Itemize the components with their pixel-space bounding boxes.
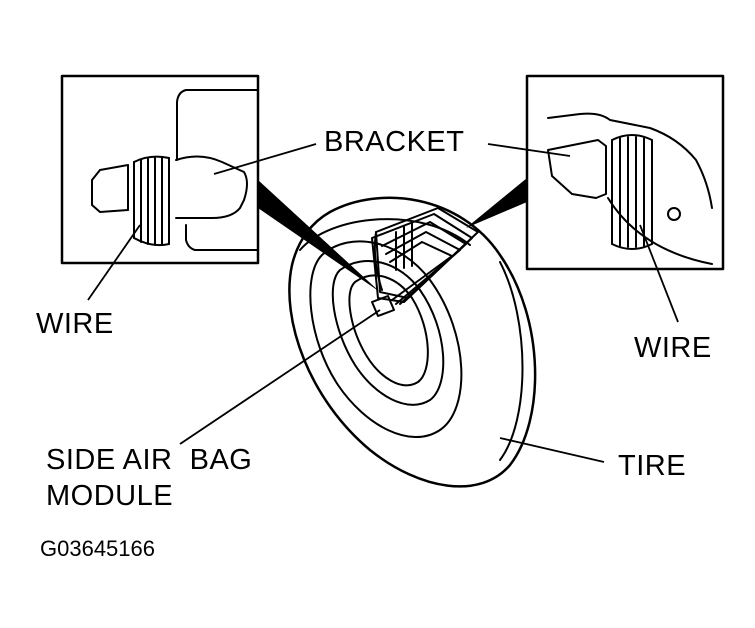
left-bracket-shape [175,155,248,219]
tire-rim-outer [331,259,445,406]
right-wire-coils [611,134,653,250]
figure-code: G03645166 [40,536,155,561]
right-seat-frame [547,112,713,209]
right-pointer-wedge [466,178,527,228]
left-pointer-wedge [258,180,380,292]
wire-right-label: WIRE [634,332,712,364]
left-module-nose [91,164,129,213]
tire-leader [499,437,605,463]
side-air-bag-label-line2: MODULE [46,480,174,512]
tire-outer [288,196,537,488]
right-bolt-hole [667,207,681,221]
tire-label: TIRE [618,450,687,482]
tire-rim-inner [348,274,429,387]
right-inset-frame [525,74,725,271]
left-inset-frame [60,74,260,265]
left-seat-frame [176,89,259,251]
wire-left-leader [87,224,141,301]
tire-bracket-wires [371,207,479,305]
side-air-bag-label-line1: SIDE AIR BAG [46,444,253,476]
left-detail-inset [60,74,260,265]
bracket-leader-right [487,143,571,157]
bracket-leader-left [213,143,317,175]
wire-left-label: WIRE [36,308,114,340]
air-bag-module-shape [371,295,395,317]
wire-right-leader [639,224,679,323]
bracket-label: BRACKET [324,126,465,158]
air-bag-leader [179,309,381,445]
left-wire-coils [133,155,170,247]
right-detail-inset [525,74,725,271]
tire-sidewall [309,240,463,439]
right-bracket-shape [547,139,607,199]
